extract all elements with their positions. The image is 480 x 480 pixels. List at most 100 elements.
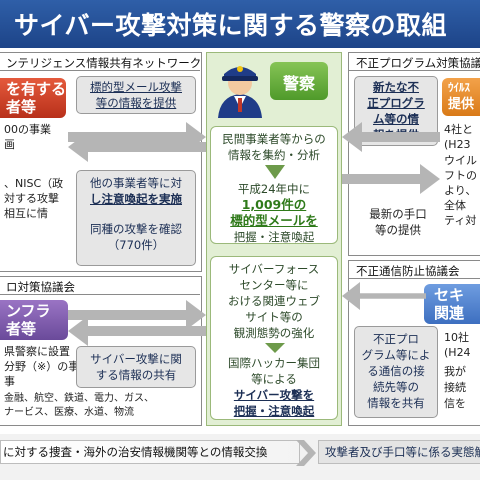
investigation-text: に対する捜査・海外の治安情報機関等との情報交換 bbox=[3, 445, 268, 459]
comm-share-line3: る通信の接 bbox=[367, 364, 425, 378]
investigation-bar: に対する捜査・海外の治安情報機関等との情報交換 bbox=[0, 440, 300, 464]
observation-line5: 観測態勢の強化 bbox=[233, 326, 315, 340]
comm-share-line1: 不正プロ bbox=[373, 332, 419, 346]
left-top-note-5: 相互に情 bbox=[4, 207, 48, 220]
hacker-line4: 把握・注意喚起 bbox=[233, 404, 315, 418]
left-bottom-note-1: 県警察に設置 bbox=[4, 345, 70, 358]
hacker-line2: 等による bbox=[251, 372, 297, 386]
new-malware-line3: ム等の情 bbox=[373, 112, 419, 126]
right-top-exchange-arrows bbox=[342, 122, 440, 194]
targeted-email-line2: 等の情報を提供 bbox=[95, 96, 177, 110]
divider bbox=[0, 70, 200, 71]
left-top-note-4: 対する攻撃 bbox=[4, 192, 59, 205]
right-top-note-6: 全体 bbox=[444, 199, 466, 212]
right-bottom-note-1: 10社 bbox=[444, 331, 469, 344]
antivirus-line1: ｳｲﾙｽ bbox=[448, 81, 470, 94]
new-malware-line1: 新たな不 bbox=[373, 80, 419, 94]
alert-line2: し注意喚起を実施 bbox=[90, 192, 182, 206]
right-top-note-1: 4社と bbox=[444, 123, 473, 136]
cyber-info-share-box: サイバー攻撃に関 する情報の共有 bbox=[76, 346, 196, 388]
arrow-left bbox=[342, 282, 426, 310]
left-top-note-3: 、NISC（政 bbox=[4, 177, 64, 190]
arrow-left bbox=[68, 132, 206, 162]
left-bottom-note-2: 分野（※）の事 bbox=[4, 360, 80, 373]
divider bbox=[348, 70, 480, 71]
right-bottom-note-4: 接続 bbox=[444, 381, 466, 394]
left-exchange-arrows bbox=[68, 122, 206, 162]
police-observation-box: サイバーフォース センター等に おける関連ウェブ サイト等の 観測態勢の強化 国… bbox=[210, 256, 338, 420]
observation-line2: センター等に bbox=[239, 278, 309, 292]
left-top-note-2: 画 bbox=[4, 138, 15, 151]
critical-operators-line2: 者等 bbox=[6, 98, 37, 116]
infrastructure-operators-box: ンフラ 者等 bbox=[0, 300, 68, 340]
latest-methods-line1: 最新の手口 bbox=[369, 207, 427, 221]
divider bbox=[348, 278, 480, 279]
police-label: 警察 bbox=[282, 74, 315, 93]
right-bottom-exchange-arrows bbox=[342, 282, 426, 310]
hacker-line1: 国際ハッカー集団 bbox=[228, 356, 320, 370]
arrow-left bbox=[342, 122, 440, 152]
antivirus-vendors-box: ｳｲﾙｽ 提供 bbox=[442, 78, 480, 116]
security-line1: セキ bbox=[434, 286, 465, 304]
observation-line1: サイバーフォース bbox=[228, 262, 320, 276]
police-officer-icon bbox=[218, 66, 262, 118]
critical-operators-box: を有する 者等 bbox=[0, 78, 66, 118]
alert-issued-box: 他の事業者等に対 し注意喚起を実施 同種の攻撃を確認 （770件） bbox=[76, 170, 196, 266]
targeted-stat-line4: 把握・注意喚起 bbox=[233, 230, 315, 244]
security-line2: 関連 bbox=[434, 304, 465, 322]
arrow-left bbox=[68, 316, 206, 346]
targeted-email-line1: 標的型メール攻撃 bbox=[90, 80, 182, 94]
down-arrow-icon bbox=[265, 343, 285, 353]
cyber-share-line1: サイバー攻撃に関 bbox=[90, 352, 182, 366]
analysis-text: 攻撃者及び手口等に係る実態解 bbox=[325, 445, 480, 459]
security-vendors-box: セキ 関連 bbox=[424, 284, 480, 324]
right-bottom-note-5: 信を bbox=[444, 397, 466, 410]
title-bar bbox=[0, 0, 480, 48]
right-top-note-7: ティ対 bbox=[444, 214, 477, 227]
arrow-right bbox=[68, 300, 206, 330]
comm-info-share-box: 不正プロ グラム等によ る通信の接 続先等の 情報を共有 bbox=[354, 326, 438, 418]
observation-line3: おける関連ウェブ bbox=[228, 294, 320, 308]
targeted-email-info-box: 標的型メール攻撃 等の情報を提供 bbox=[76, 76, 196, 114]
cyber-share-line2: する情報の共有 bbox=[95, 368, 177, 382]
page-title: サイバー攻撃対策に関する警察の取組 bbox=[14, 11, 448, 40]
comm-share-line5: 情報を共有 bbox=[367, 396, 425, 410]
divider bbox=[0, 294, 200, 295]
new-malware-line2: 正プログラ bbox=[367, 96, 425, 110]
infra-line2: 者等 bbox=[6, 320, 37, 338]
arrow-right bbox=[68, 122, 206, 152]
alert-line3: 同種の攻撃を確認 bbox=[90, 222, 182, 236]
analysis-line2: 情報を集約・分析 bbox=[228, 148, 320, 162]
latest-methods-box: 最新の手口 等の提供 bbox=[358, 206, 438, 238]
right-chevron-icon bbox=[296, 440, 316, 466]
targeted-stat-line1: 平成24年中に bbox=[237, 182, 311, 196]
left-bottom-note-3: 事 bbox=[4, 375, 15, 388]
targeted-stat-count: 1,009件の bbox=[241, 197, 307, 212]
antivirus-line2: 提供 bbox=[448, 97, 475, 112]
panel-title-counter-terrorism: ロ対策協議会 bbox=[6, 280, 75, 294]
right-bottom-note-3: 我が bbox=[444, 365, 466, 378]
police-label-box: 警察 bbox=[270, 62, 328, 100]
comm-share-line2: グラム等によ bbox=[361, 348, 431, 362]
sector-list-1: 金融、航空、鉄道、電力、ガス、 bbox=[4, 393, 154, 404]
right-top-note-3: ウイル bbox=[444, 154, 477, 167]
arrow-right bbox=[342, 164, 440, 194]
panel-title-malware: 不正プログラム対策協議 bbox=[356, 56, 480, 70]
analysis-line1: 民間事業者等からの bbox=[222, 132, 326, 146]
right-top-note-2: (H23 bbox=[444, 138, 471, 151]
infra-line1: ンフラ bbox=[6, 302, 51, 320]
observation-line4: サイト等の bbox=[245, 310, 303, 324]
hacker-line3: サイバー攻撃を bbox=[233, 388, 315, 402]
right-bottom-note-2: (H24 bbox=[444, 346, 471, 359]
comm-share-line4: 続先等の bbox=[373, 380, 419, 394]
police-analysis-box: 民間事業者等からの 情報を集約・分析 平成24年中に 1,009件の 標的型メー… bbox=[210, 126, 338, 244]
right-top-note-4: フトの bbox=[444, 169, 477, 182]
critical-operators-line1: を有する bbox=[6, 80, 67, 98]
alert-line1: 他の事業者等に対 bbox=[90, 176, 182, 190]
alert-line4: （770件） bbox=[107, 238, 165, 252]
left-top-note-1: 00の事業 bbox=[4, 123, 51, 136]
down-arrow-icon bbox=[265, 165, 285, 179]
analysis-bar: 攻撃者及び手口等に係る実態解 bbox=[318, 440, 480, 464]
latest-methods-line2: 等の提供 bbox=[375, 223, 421, 237]
left-bottom-exchange-arrows bbox=[68, 300, 206, 346]
